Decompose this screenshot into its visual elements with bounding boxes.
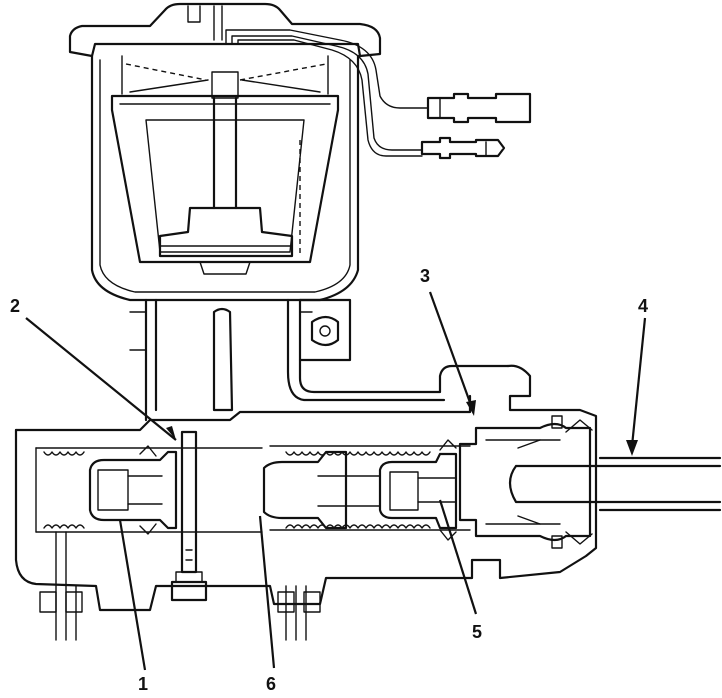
primary-piston — [262, 450, 381, 530]
callout-5: 5 — [472, 622, 482, 642]
leader-1 — [118, 519, 147, 671]
seal-housing — [458, 415, 593, 549]
cylinder-body — [14, 364, 598, 641]
secondary-piston — [88, 445, 178, 535]
sensor-connectors — [420, 92, 532, 160]
pushrod — [508, 456, 722, 512]
stop-bolt — [170, 430, 208, 602]
callout-6: 6 — [266, 674, 276, 694]
reservoir-cap — [68, 2, 382, 58]
leader-3 — [428, 291, 474, 409]
reservoir-body — [90, 54, 360, 302]
callout-labels: 1 2 3 4 5 6 — [10, 266, 648, 694]
primary-spring — [43, 451, 431, 529]
callout-3: 3 — [420, 266, 430, 286]
callout-leaders — [25, 291, 647, 671]
callout-4: 4 — [638, 296, 648, 316]
leader-4 — [630, 317, 647, 447]
callout-2: 2 — [10, 296, 20, 316]
leader-5 — [438, 499, 478, 615]
float-chamber — [110, 94, 340, 264]
fluid-reservoir — [68, 2, 429, 302]
leader-2 — [25, 317, 177, 441]
callout-1: 1 — [138, 674, 148, 694]
leader-6 — [258, 515, 276, 669]
float — [158, 206, 294, 258]
reservoir-neck — [129, 298, 510, 422]
piston-assembly — [378, 439, 458, 541]
